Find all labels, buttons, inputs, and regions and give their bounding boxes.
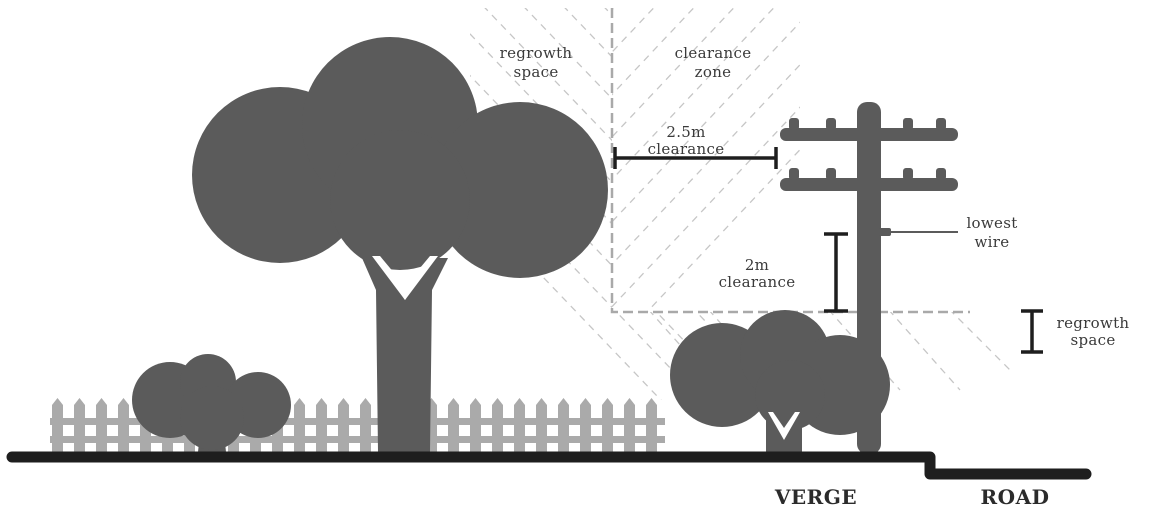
- large-tree: [192, 37, 608, 452]
- bracket-2-5m: [613, 147, 778, 169]
- fence-picket: [514, 398, 525, 452]
- verge-label: VERGE: [774, 485, 857, 509]
- bracket-2m: [824, 232, 848, 313]
- regrowth-hatch-right: [639, 312, 1011, 391]
- fence-picket: [74, 398, 85, 452]
- ground-line: [6, 451, 1092, 480]
- fence-picket: [118, 398, 129, 452]
- road-label: ROAD: [981, 485, 1050, 509]
- fence-picket: [338, 398, 349, 452]
- clearance-2-5m-label-1: 2.5m: [666, 123, 705, 141]
- fence-picket: [96, 398, 107, 452]
- small-tree-right-fork: [768, 412, 800, 440]
- clearance-2m-label-2: clearance: [719, 273, 796, 291]
- regrowth-top-label-2: space: [513, 63, 558, 81]
- fence-picket: [470, 398, 481, 452]
- regrowth-side-label-1: regrowth: [1057, 314, 1130, 332]
- clearance-zone-boundary: [610, 8, 970, 314]
- fence-picket: [492, 398, 503, 452]
- lowest-wire-label-2: wire: [975, 233, 1010, 251]
- lowest-wire-label-1: lowest: [966, 214, 1017, 232]
- fence-picket: [558, 398, 569, 452]
- clearance-2m-label-1: 2m: [745, 256, 769, 274]
- clearance-2-5m-label-2: clearance: [648, 140, 725, 158]
- small-tree-left: [132, 354, 291, 452]
- regrowth-side-label-2: space: [1070, 331, 1115, 349]
- large-tree-fork: [372, 256, 438, 300]
- bracket-regrowth: [1021, 309, 1043, 354]
- clearance-zone-label-2: zone: [695, 63, 732, 81]
- power-pole: [780, 102, 958, 454]
- fence-picket: [316, 398, 327, 452]
- fence-picket: [294, 398, 305, 452]
- clearance-zone-label-1: clearance: [675, 44, 752, 62]
- clearance-zone-hatch: [612, 8, 800, 312]
- fence-picket: [52, 398, 63, 452]
- fence-picket: [602, 398, 613, 452]
- fence-picket: [448, 398, 459, 452]
- fence-picket: [624, 398, 635, 452]
- fence-picket: [580, 398, 591, 452]
- fence-picket: [536, 398, 547, 452]
- fence-picket: [646, 398, 657, 452]
- fence-picket: [360, 398, 371, 452]
- regrowth-top-label-1: regrowth: [500, 44, 573, 62]
